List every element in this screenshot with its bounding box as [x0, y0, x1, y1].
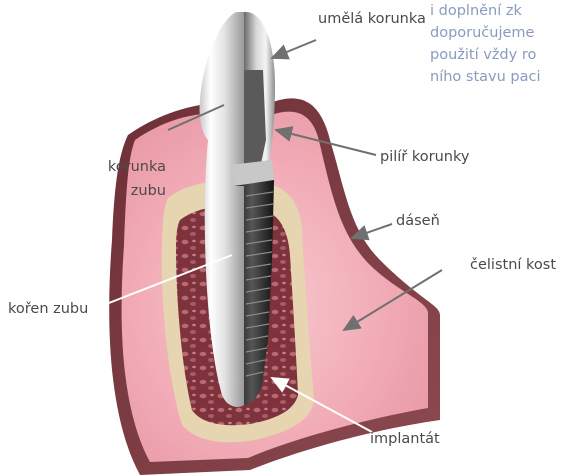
label-celistni-kost: čelistní kost: [470, 256, 556, 275]
label-korunka-zubu-line1: korunka: [60, 158, 166, 177]
body-text-line: ního stavu paci: [430, 66, 541, 88]
body-text-line: použití vždy ro: [430, 44, 541, 66]
body-text-line: i doplnění zk: [430, 0, 541, 22]
label-implantat: implantát: [370, 430, 440, 449]
body-text-block: i doplnění zk doporučujeme použití vždy …: [430, 0, 541, 88]
label-dasen: dáseň: [396, 212, 440, 231]
body-text-line: doporučujeme: [430, 22, 541, 44]
label-umela-korunka: umělá korunka: [318, 10, 426, 29]
abutment: [244, 70, 266, 170]
label-pilir-korunky: pilíř korunky: [380, 148, 469, 167]
label-korunka-zubu-line2: zubu: [60, 182, 166, 201]
label-koren-zubu: kořen zubu: [8, 300, 88, 319]
arrow-umela-korunka: [272, 40, 316, 58]
